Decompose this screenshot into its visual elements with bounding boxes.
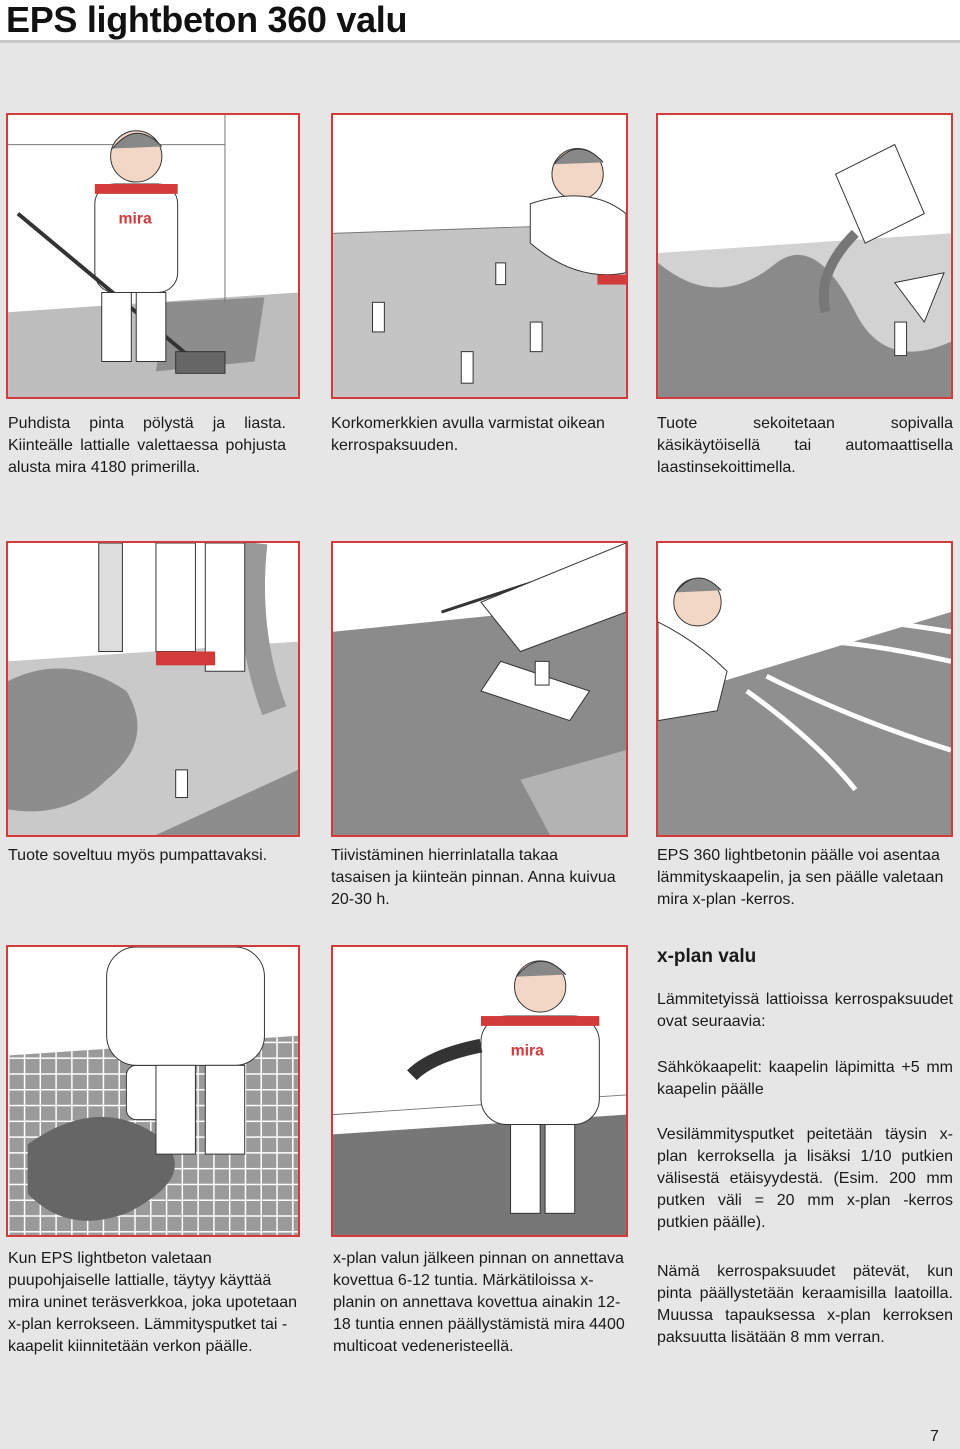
panel-5-caption: Tiivistäminen hierrinlatalla takaa tasai… (331, 847, 616, 908)
floor-sweeping-illustration: mira (8, 115, 298, 397)
float-trowel-illustration (333, 543, 626, 835)
panel-2-caption: Korkomerkkien avulla varmistat oikean ke… (331, 415, 605, 454)
panel-7-illustration (6, 945, 300, 1237)
illustration-logo: mira (511, 1042, 545, 1059)
panel-6-illustration (656, 541, 953, 837)
panel-8-illustration: mira (331, 945, 628, 1237)
panel-3-illustration (656, 113, 953, 399)
xplan-heading: x-plan valu (657, 946, 757, 967)
xplan-paragraph-3: Vesilämmitysputket peitetään täysin x-pl… (657, 1126, 953, 1231)
svg-text:mira: mira (118, 210, 152, 227)
xplan-paragraph-1: Lämmitetyissä lattioissa kerrospaksuudet… (657, 991, 953, 1030)
panel-3-caption: Tuote sekoitetaan sopivalla käsikäytöise… (657, 415, 953, 476)
panel-4-illustration (6, 541, 300, 837)
panel-8-caption: x-plan valun jälkeen pinnan on annettava… (333, 1250, 625, 1355)
pumping-hose-illustration (8, 543, 298, 835)
presenting-floor-illustration: mira (333, 960, 626, 1235)
panel-1-illustration: mira (6, 113, 300, 399)
xplan-paragraph-2: Sähkökaapelit: kaapelin läpimitta +5 mm … (657, 1059, 953, 1098)
page-title: EPS lightbeton 360 valu (6, 0, 408, 40)
heating-cable-illustration (658, 577, 951, 835)
xplan-paragraph-4: Nämä kerrospaksuudet pätevät, kun pinta … (657, 1263, 953, 1346)
page-header: EPS lightbeton 360 valu (0, 0, 960, 43)
panel-6-caption: EPS 360 lightbetonin päälle voi asentaa … (657, 847, 944, 908)
panel-2-illustration (331, 113, 628, 399)
panel-4-caption: Tuote soveltuu myös pumpattavaksi. (8, 847, 268, 864)
height-markers-illustration (333, 148, 626, 397)
panel-7-caption: Kun EPS lightbeton valetaan puupohjaisel… (8, 1250, 298, 1355)
bucket-pouring-illustration (658, 143, 951, 397)
panel-1-caption: Puhdista pinta pölystä ja liasta. Kiinte… (8, 415, 286, 476)
mesh-pouring-illustration (8, 947, 298, 1235)
page-number: 7 (930, 1428, 939, 1445)
panel-5-illustration (331, 541, 628, 837)
